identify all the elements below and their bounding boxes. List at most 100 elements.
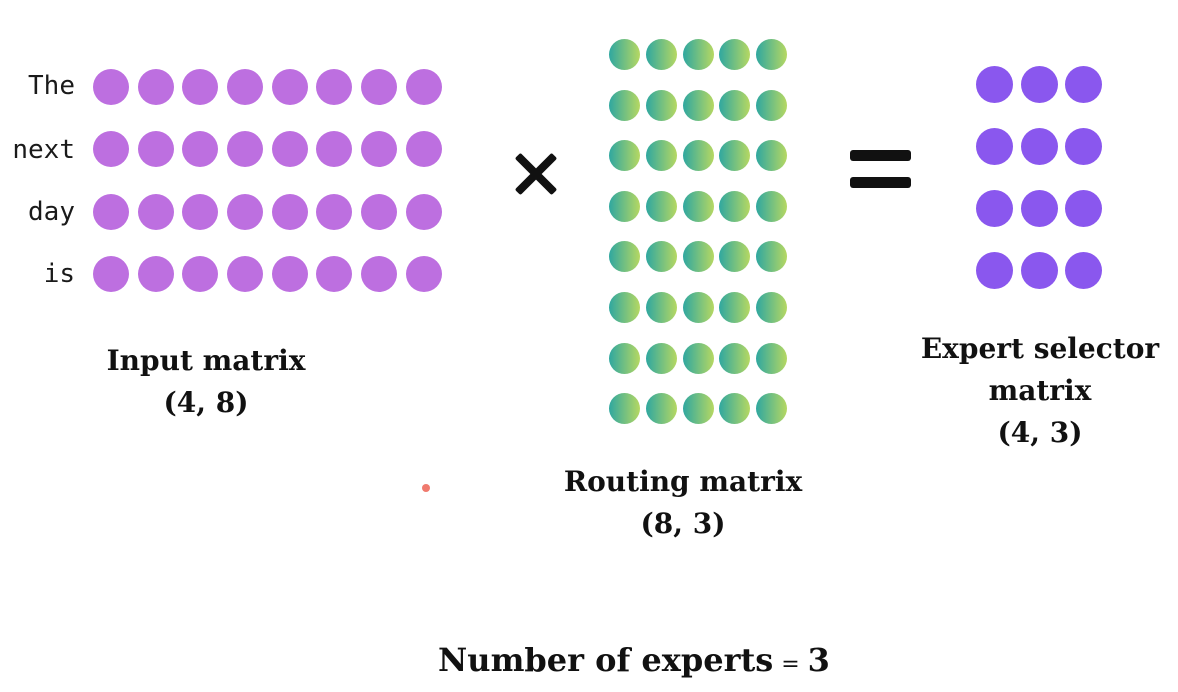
input-matrix-dot [182,193,219,230]
input-matrix-dot [271,193,308,230]
routing-matrix-shape: (8, 3) [640,507,726,540]
selector-matrix-dot [1065,252,1102,289]
input-matrix-dot [405,255,442,292]
routing-matrix-dot [645,89,677,121]
selector-matrix-dot [1020,66,1058,103]
number-of-experts-value: 3 [807,641,830,679]
selector-matrix-shape: (4, 3) [997,416,1083,449]
equals-bar-top [850,150,911,161]
routing-matrix-dot [719,291,751,323]
input-matrix-dot [93,255,129,292]
input-matrix-dot [93,193,129,230]
routing-matrix-dot [682,291,714,323]
routing-matrix-dot [609,393,640,425]
routing-matrix-dot [609,291,640,323]
input-matrix-dot [361,69,398,105]
input-matrix-dot [227,69,264,105]
input-matrix-dot [182,131,219,168]
input-matrix-dot [271,255,308,292]
equals-bar-bottom [850,177,911,188]
routing-matrix-caption: Routing matrix (8, 3) [535,461,831,545]
selector-matrix-dot [976,252,1013,289]
routing-matrix-dot [609,89,640,121]
input-matrix-dot [93,69,129,105]
token-label-the: The [28,71,75,101]
routing-matrix-dot [756,190,787,222]
input-matrix-dot [405,193,442,230]
selector-matrix-dot [976,66,1013,103]
routing-matrix [609,39,787,425]
input-matrix [93,69,442,292]
input-matrix-dot [137,255,174,292]
input-matrix-dot [316,131,353,168]
routing-matrix-dot [609,39,640,70]
routing-matrix-dot [719,241,751,273]
routing-matrix-dot [645,393,677,425]
input-matrix-dot [405,131,442,168]
input-matrix-dot [227,193,264,230]
selector-matrix-dot [1065,190,1102,227]
routing-matrix-dot [609,241,640,273]
input-matrix-caption: Input matrix (4, 8) [76,340,336,424]
selector-matrix-title-line2: matrix [988,374,1092,407]
routing-matrix-dot [609,140,640,172]
routing-matrix-dot [682,241,714,273]
routing-matrix-dot [682,140,714,172]
input-matrix-dot [227,255,264,292]
routing-matrix-title: Routing matrix [563,465,803,498]
input-matrix-title: Input matrix [106,344,306,377]
selector-matrix-dot [976,190,1013,227]
stray-red-dot [422,484,430,492]
routing-matrix-dot [719,89,751,121]
routing-matrix-dot [682,89,714,121]
routing-matrix-dot [756,140,787,172]
equals-sign [850,150,911,188]
routing-matrix-dot [719,190,751,222]
selector-matrix-dot [1020,190,1058,227]
routing-matrix-dot [645,140,677,172]
number-of-experts-equals: = [781,652,800,677]
selector-matrix-caption: Expert selector matrix (4, 3) [902,328,1178,454]
input-matrix-dot [137,131,174,168]
routing-matrix-dot [645,291,677,323]
selector-matrix-dot [1020,128,1058,165]
selector-matrix-dot [976,128,1013,165]
routing-matrix-dot [756,291,787,323]
input-matrix-dot [271,69,308,105]
routing-matrix-dot [682,342,714,374]
input-matrix-dot [227,131,264,168]
expert-selector-matrix [976,66,1102,289]
token-label-is: is [43,259,75,289]
number-of-experts-line: Number of experts = 3 [389,638,879,687]
token-label-next: next [12,135,75,165]
input-matrix-dot [405,69,442,105]
input-matrix-dot [316,69,353,105]
routing-matrix-dot [645,39,677,70]
multiply-sign [514,152,558,196]
selector-matrix-dot [1065,66,1102,103]
routing-matrix-dot [756,39,787,70]
number-of-experts-label: Number of experts [438,641,774,679]
routing-matrix-dot [756,342,787,374]
routing-matrix-dot [719,342,751,374]
routing-matrix-dot [682,393,714,425]
input-matrix-dot [137,69,174,105]
input-matrix-dot [361,131,398,168]
input-matrix-dot [137,193,174,230]
routing-matrix-dot [609,342,640,374]
routing-matrix-dot [645,241,677,273]
routing-matrix-dot [719,39,751,70]
token-label-day: day [28,197,75,227]
input-matrix-dot [316,255,353,292]
routing-matrix-dot [756,89,787,121]
routing-matrix-dot [645,342,677,374]
input-matrix-dot [361,193,398,230]
input-matrix-dot [93,131,129,168]
input-matrix-dot [361,255,398,292]
routing-matrix-dot [682,39,714,70]
routing-matrix-dot [609,190,640,222]
input-matrix-dot [316,193,353,230]
routing-matrix-dot [756,393,787,425]
input-matrix-shape: (4, 8) [163,386,249,419]
input-matrix-dot [182,69,219,105]
